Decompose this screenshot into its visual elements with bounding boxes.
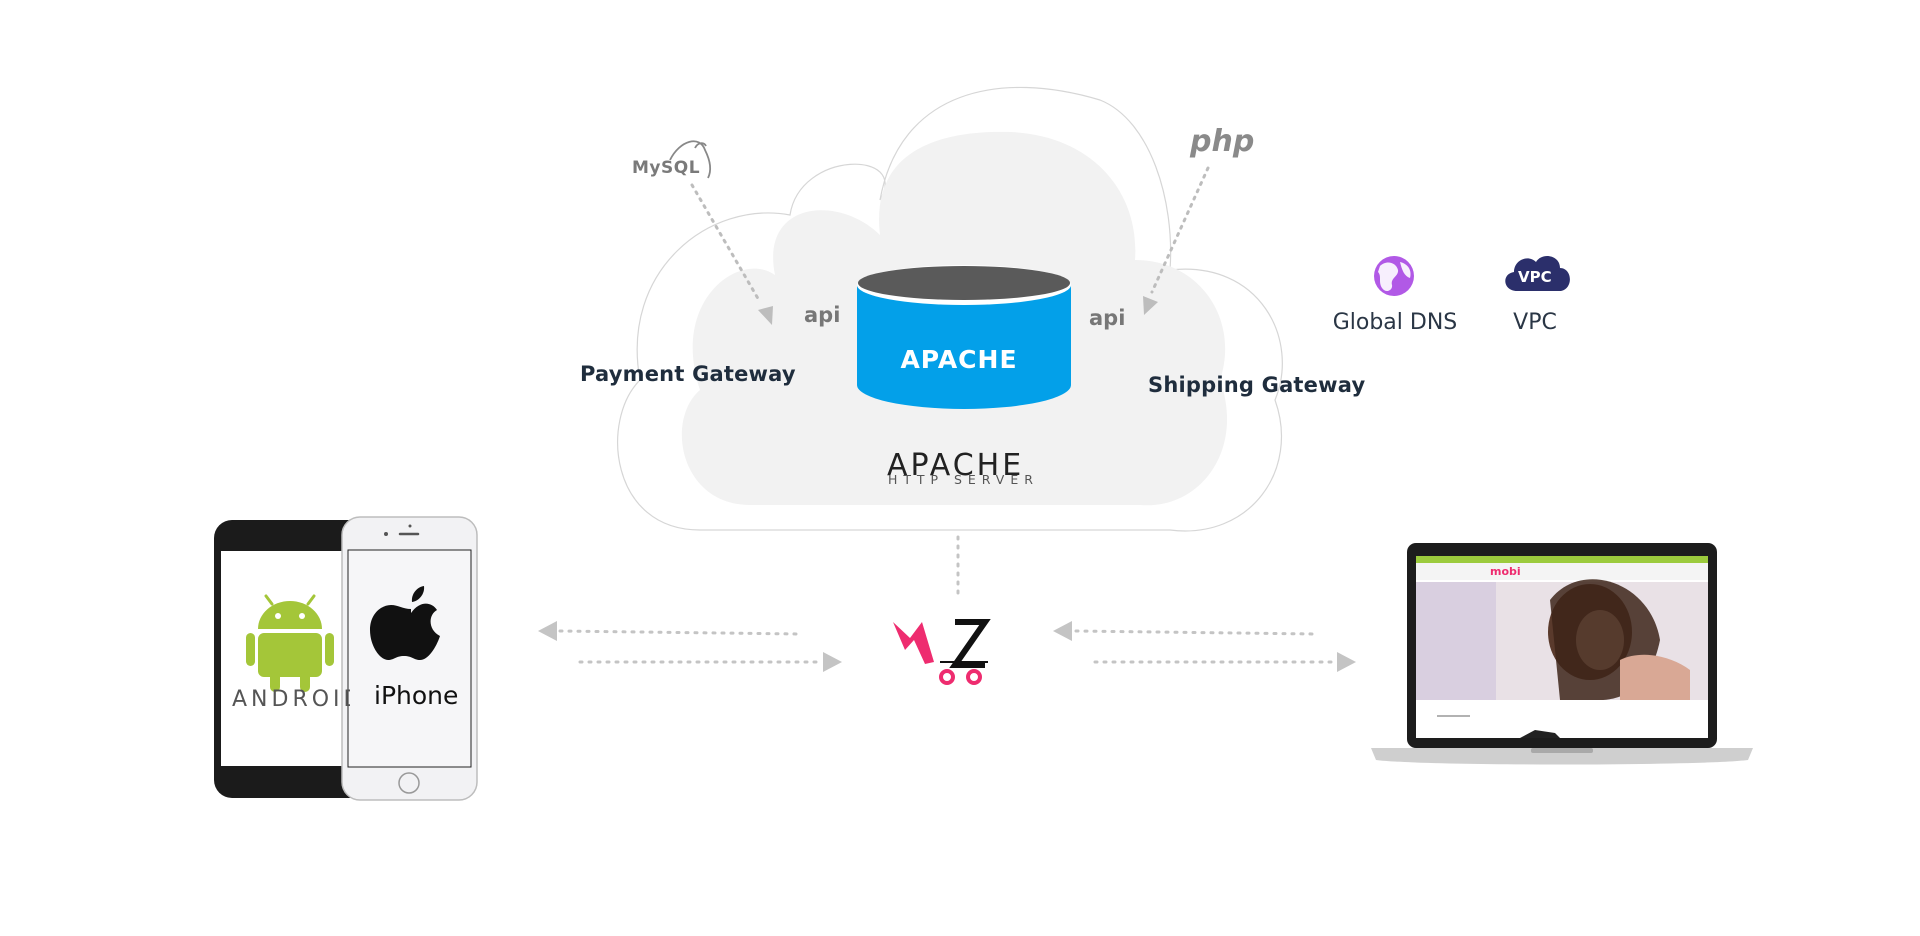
php-arrowhead	[1143, 296, 1158, 315]
right-arrow-bottom-head	[1337, 652, 1356, 672]
iphone-wordmark: iPhone	[374, 681, 459, 710]
php-logo: php	[1190, 124, 1255, 159]
left-arrow-bottom-head	[823, 652, 842, 672]
right-arrow-top-head	[1053, 621, 1072, 641]
apache-server-cylinder	[857, 265, 1071, 409]
shipping-gateway-label: Shipping Gateway	[1148, 373, 1366, 397]
api-label-left: api	[804, 303, 841, 327]
payment-gateway-label: Payment Gateway	[580, 362, 796, 386]
apache-http-server-logo: APACHE	[887, 448, 1025, 483]
android-wordmark: ANDROID	[232, 687, 350, 712]
vpc-label: VPC	[1513, 310, 1557, 335]
globe-icon	[1374, 256, 1414, 296]
mysql-dolphin-icon	[669, 140, 712, 179]
vpc-cloud-icon	[1505, 256, 1570, 291]
php-connector	[1150, 166, 1210, 294]
brand-logo-icon	[893, 619, 991, 685]
mysql-arrowhead	[758, 306, 773, 325]
left-arrow-top-line	[558, 629, 802, 636]
apache-server-label: APACHE	[900, 345, 1018, 374]
android-robot-icon	[246, 594, 334, 692]
api-label-right: api	[1089, 306, 1126, 330]
apple-logo-icon	[370, 586, 440, 660]
right-arrow-top-line	[1074, 629, 1318, 636]
left-arrow-top-head	[538, 621, 557, 641]
mysql-connector	[690, 183, 762, 304]
vpc-badge-text: VPC	[1518, 268, 1552, 286]
mysql-logo: MySQL	[632, 158, 701, 178]
iphone-device	[341, 516, 478, 801]
global-dns-label: Global DNS	[1332, 310, 1458, 335]
laptop-hero-image	[1416, 579, 1708, 738]
laptop-site-brand: mobi	[1490, 565, 1521, 578]
apache-http-server-subtitle: HTTP SERVER	[888, 472, 1039, 487]
